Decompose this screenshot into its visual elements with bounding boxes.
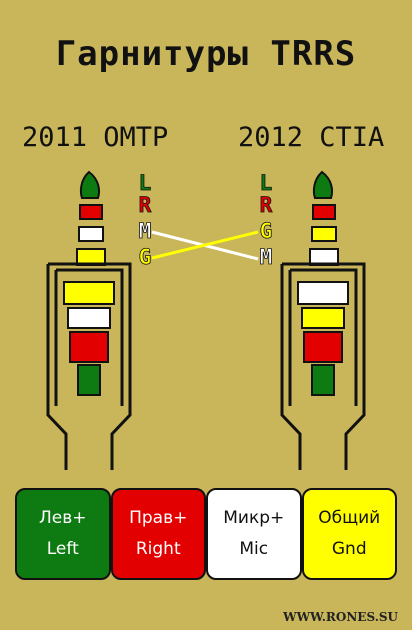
right-inner-yellow bbox=[301, 307, 345, 329]
right-plug-body bbox=[280, 262, 366, 470]
right-plug bbox=[280, 170, 366, 470]
legend-mic-en: Mic bbox=[239, 539, 269, 559]
color-legend: Лев+ Left Прав+ Right Микр+ Mic Общий Gn… bbox=[15, 488, 397, 580]
right-inner-green bbox=[311, 364, 335, 396]
right-tip-segment bbox=[312, 170, 333, 199]
standard-left-label: 2011 OMTP bbox=[22, 122, 169, 153]
right-pin-label-r: R bbox=[260, 193, 273, 217]
legend-left-en: Left bbox=[46, 539, 79, 559]
left-plug-inner-outline bbox=[56, 268, 124, 406]
legend-right-ru: Прав+ bbox=[129, 508, 188, 528]
right-ring2-segment bbox=[311, 226, 337, 242]
legend-mic: Микр+ Mic bbox=[206, 488, 302, 580]
legend-right-en: Right bbox=[135, 539, 181, 559]
right-pin-label-g: G bbox=[260, 219, 273, 243]
left-inner-green bbox=[77, 364, 101, 396]
legend-gnd: Общий Gnd bbox=[301, 488, 397, 580]
legend-gnd-en: Gnd bbox=[331, 539, 367, 559]
left-plug-body bbox=[46, 262, 132, 470]
site-footer[interactable]: WWW.RONES.SU bbox=[283, 610, 398, 624]
legend-left-ru: Лев+ bbox=[38, 508, 87, 528]
left-pin-label-m: M bbox=[139, 219, 152, 243]
right-inner-red bbox=[303, 331, 343, 363]
left-inner-red bbox=[69, 331, 109, 363]
left-inner-white bbox=[67, 307, 111, 329]
page-title: Гарнитуры TRRS bbox=[55, 34, 357, 74]
legend-right: Прав+ Right bbox=[110, 488, 206, 580]
left-inner-yellow bbox=[63, 281, 115, 305]
left-pin-label-r: R bbox=[139, 193, 152, 217]
legend-gnd-ru: Общий bbox=[318, 508, 381, 528]
gnd-cross-line bbox=[151, 230, 259, 260]
left-pin-label-l: L bbox=[139, 171, 152, 195]
left-ring1-segment bbox=[79, 204, 103, 220]
right-pin-label-m: M bbox=[260, 245, 273, 269]
left-pin-label-g: G bbox=[139, 245, 152, 269]
left-ring2-segment bbox=[78, 226, 104, 242]
standard-right-label: 2012 CTIA bbox=[238, 122, 385, 153]
legend-left: Лев+ Left bbox=[15, 488, 111, 580]
right-inner-white bbox=[297, 281, 349, 305]
left-tip-segment bbox=[79, 170, 100, 199]
right-pin-label-l: L bbox=[260, 171, 273, 195]
legend-mic-ru: Микр+ bbox=[223, 508, 285, 528]
right-ring1-segment bbox=[312, 204, 336, 220]
right-plug-inner-outline bbox=[290, 268, 358, 406]
left-plug bbox=[46, 170, 132, 470]
